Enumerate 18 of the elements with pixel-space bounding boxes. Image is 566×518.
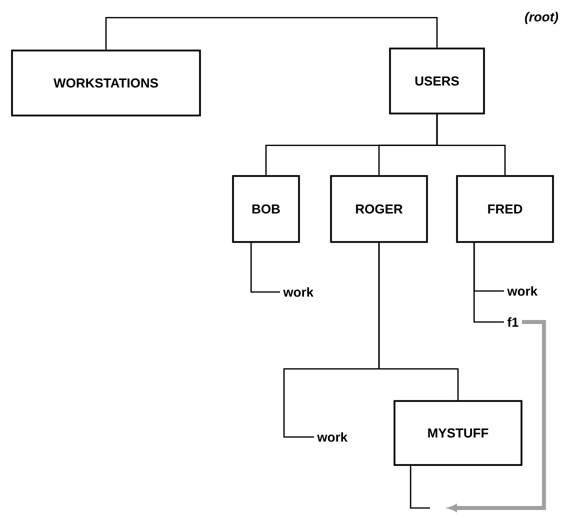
file-name: work bbox=[283, 287, 314, 297]
root-label: (root) bbox=[525, 12, 558, 24]
tree-line bbox=[436, 114, 506, 176]
tree-line bbox=[378, 242, 459, 400]
tree-line bbox=[410, 466, 430, 509]
folder-box: FRED bbox=[456, 175, 554, 243]
tree-line bbox=[473, 242, 504, 323]
folder-box: BOB bbox=[232, 175, 300, 243]
tree-line bbox=[250, 242, 280, 293]
link-arrow bbox=[448, 320, 546, 512]
folder-box: USERS bbox=[389, 48, 485, 114]
file-name: f1 bbox=[507, 317, 518, 327]
folder-box: WORKSTATIONS bbox=[11, 50, 201, 116]
file-name: work bbox=[507, 286, 538, 296]
file-name: work bbox=[317, 432, 348, 442]
folder-box: ROGER bbox=[330, 175, 428, 243]
folder-box: MYSTUFF bbox=[394, 400, 522, 466]
tree-line bbox=[105, 16, 438, 50]
